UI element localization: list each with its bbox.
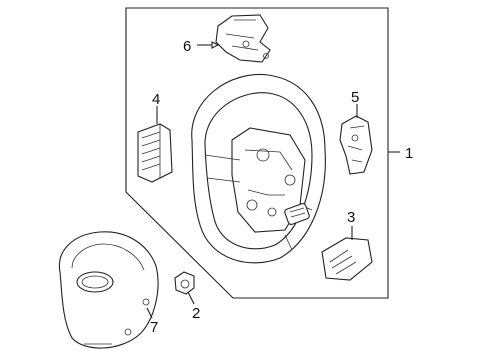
steering-wheel-icon [191, 73, 326, 264]
leader-7 [146, 307, 153, 319]
airbag-module-icon [58, 231, 159, 349]
callout-5: 5 [351, 89, 359, 106]
callout-3: 3 [347, 209, 355, 226]
callout-6: 6 [183, 38, 191, 55]
cover-icon [339, 115, 373, 175]
mounting-bolt-icon [174, 271, 195, 295]
callout-1: 1 [405, 145, 413, 162]
switch-assembly-icon [321, 237, 373, 281]
assembly-boundary [125, 7, 389, 299]
clockspring-icon [215, 14, 271, 63]
callout-7: 7 [150, 319, 158, 336]
callout-2: 2 [192, 305, 200, 322]
switch-assembly-icon [137, 123, 173, 183]
callout-4: 4 [152, 91, 160, 108]
leader-2 [187, 291, 195, 305]
